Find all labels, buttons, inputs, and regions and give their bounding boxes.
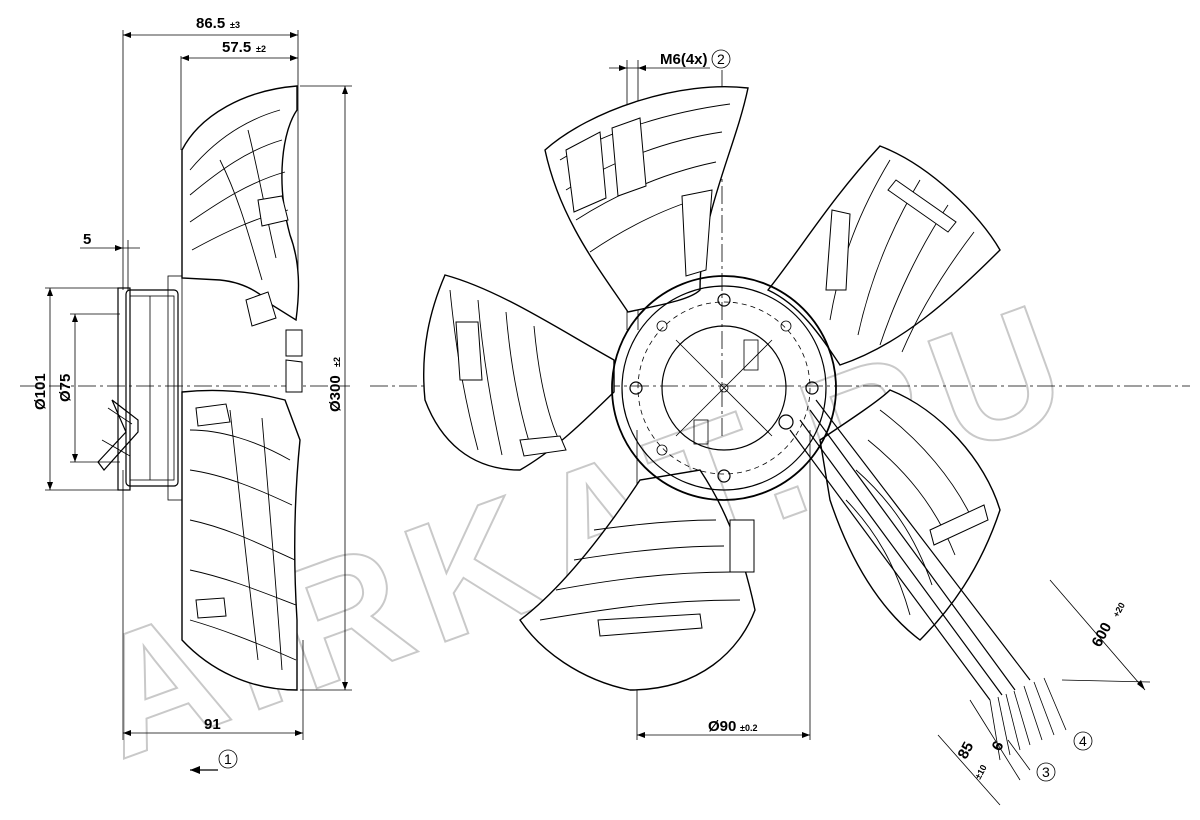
dim-strip-length-tol: ±10	[973, 763, 989, 781]
dim-bolt-circle-tol: ±0.2	[740, 723, 757, 733]
dim-fan-dia: Ø300	[327, 375, 344, 412]
dim-outer-dia: Ø101	[32, 373, 49, 410]
dim-fan-dia-tol: ±2	[332, 357, 342, 367]
dim-overall-depth: 86.5	[196, 15, 225, 32]
front-view: M6(4x) 2 Ø90 ±0.2 600 +20 85 ±10 6 3 4	[370, 49, 1190, 806]
dim-blade-depth: 57.5	[222, 39, 251, 56]
dim-bolt-circle: Ø90	[708, 718, 736, 735]
callout-wire-3: 3	[1042, 764, 1050, 780]
dim-blade-depth-tol: ±2	[256, 44, 266, 54]
side-view: 86.5 ±3 57.5 ±2 5 Ø101 Ø75 Ø300 ±2 91 1	[20, 15, 352, 774]
dim-thread: M6(4x)	[660, 51, 708, 68]
dim-inner-dia: Ø75	[57, 374, 74, 402]
callout-wire-4: 4	[1079, 733, 1087, 749]
dim-overall-depth-tol: ±3	[230, 20, 240, 30]
callout-airflow: 1	[224, 751, 232, 767]
dim-strip-length: 85	[955, 739, 978, 762]
dim-flange-offset: 5	[83, 231, 91, 248]
dim-cable-length-tol: +20	[1111, 601, 1127, 619]
dim-bottom-length: 91	[204, 716, 221, 733]
callout-thread: 2	[717, 51, 725, 67]
dim-cable-length: 600	[1089, 620, 1116, 650]
dim-wire-end: 6	[989, 739, 1008, 754]
